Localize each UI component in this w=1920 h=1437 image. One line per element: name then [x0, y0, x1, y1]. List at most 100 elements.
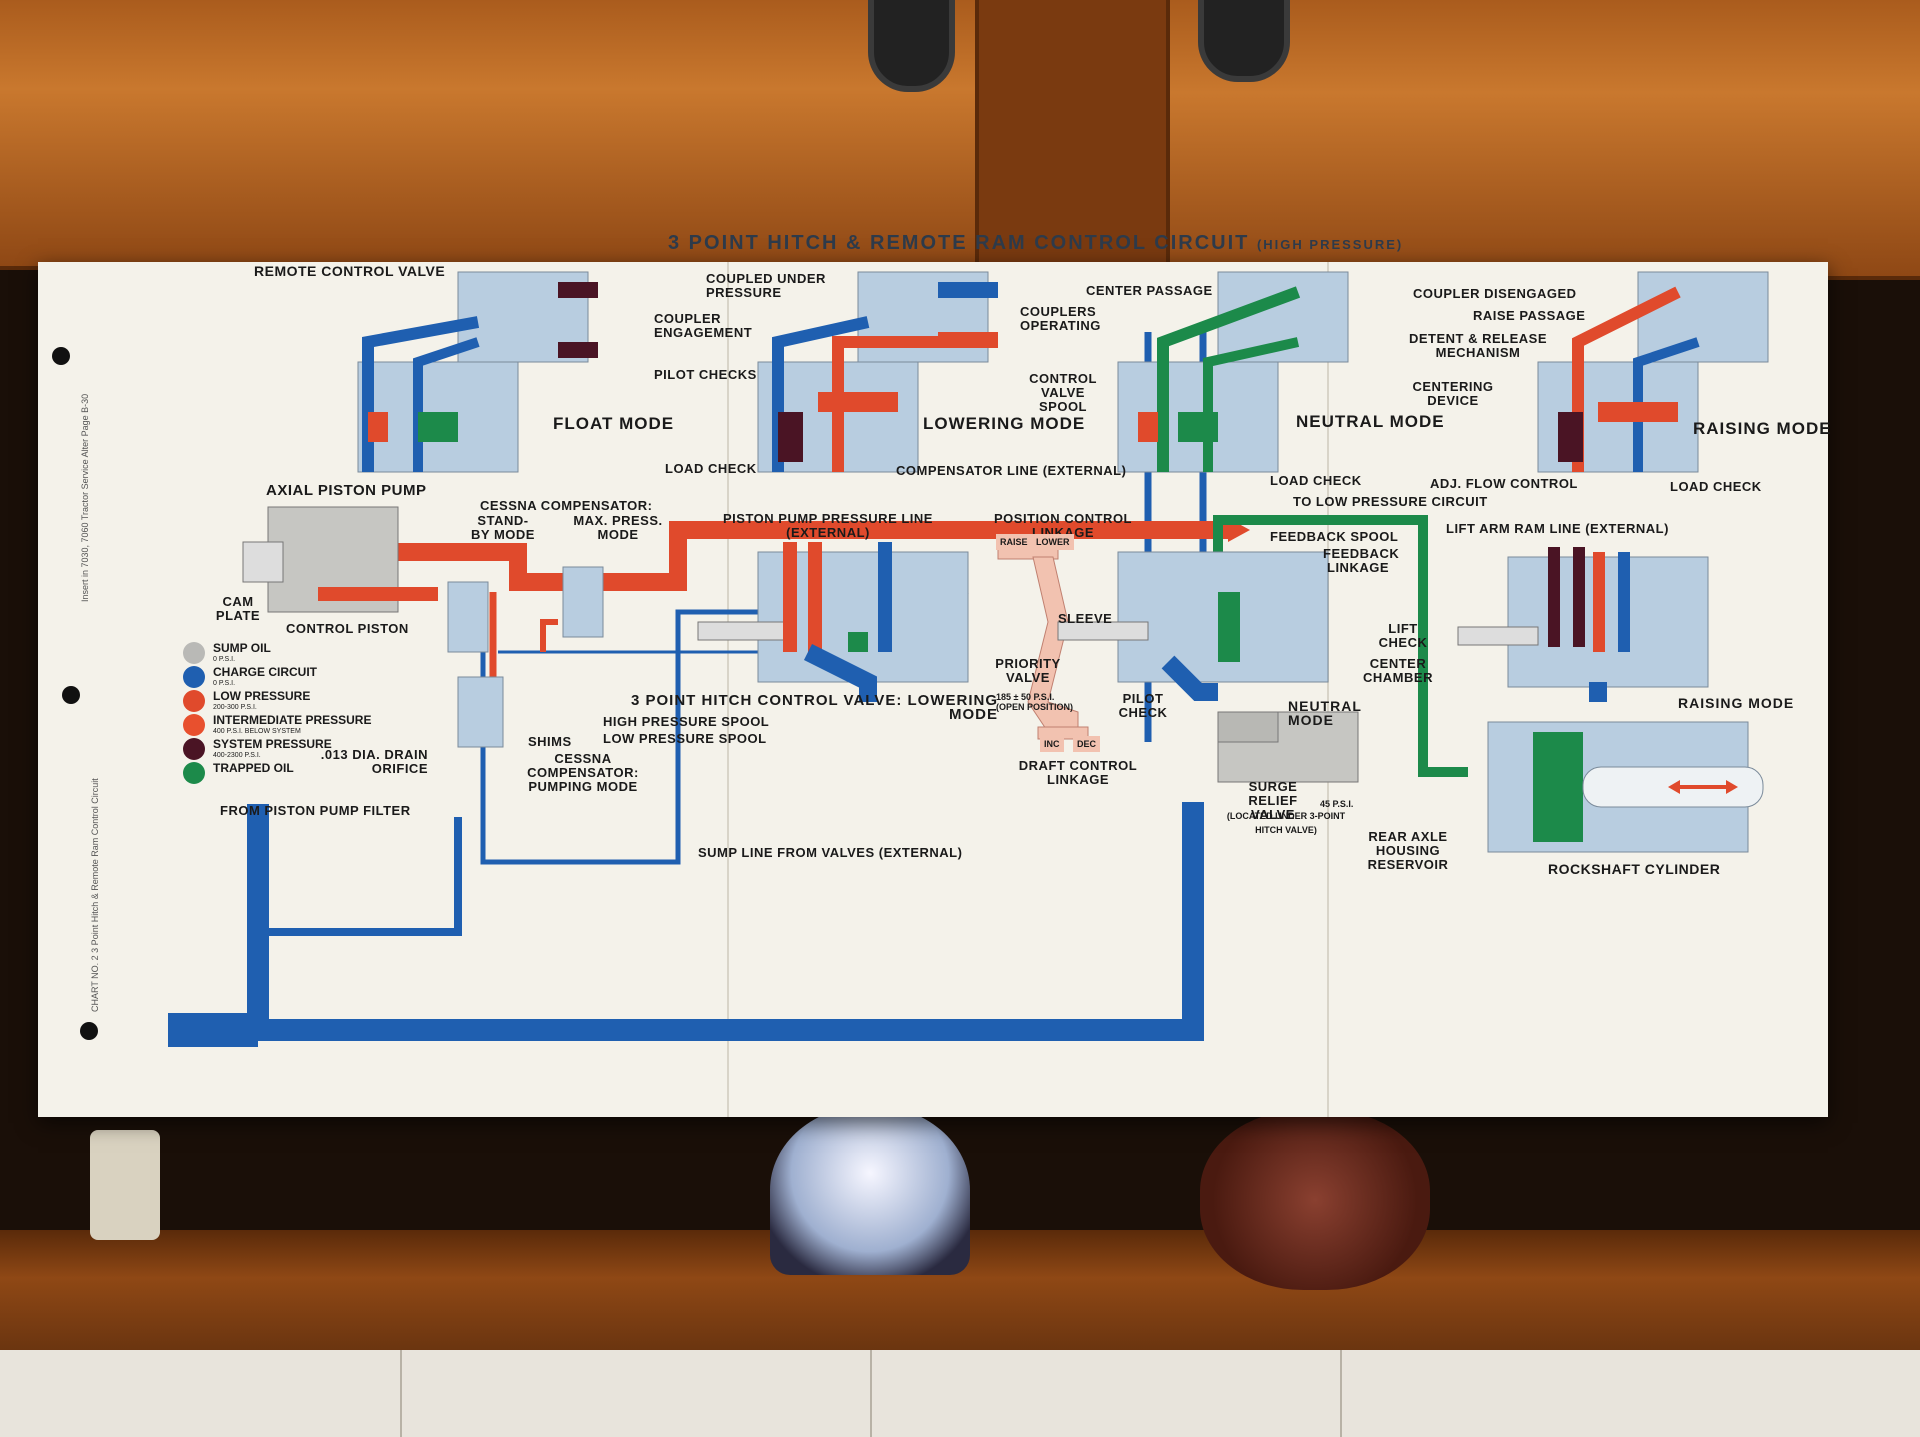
centering-device-label: CENTERING DEVICE: [1412, 379, 1494, 408]
lowering-mode-label: LOWERING MODE: [923, 414, 1086, 433]
coupler-disengaged-label: COUPLER DISENGAGED: [1413, 286, 1577, 301]
surge-psi-label: 45 P.S.I.: [1320, 799, 1354, 809]
legend-swatch-trapped: [183, 762, 205, 784]
legend-trapped: TRAPPED OIL: [213, 762, 294, 774]
couplers-operating-label: COUPLERS OPERATING: [1020, 304, 1101, 333]
remote-valve-lowering: [757, 271, 998, 473]
cabinet-door-left: [0, 0, 980, 270]
stand-by-mode-label: STAND-BY MODE: [471, 513, 535, 542]
neutral-mode-bottom-label: NEUTRAL MODE: [1288, 698, 1362, 728]
hydraulic-chart-poster: Insert in 7030, 7060 Tractor Service Alt…: [38, 233, 1831, 1117]
detent-release-label: DETENT & RELEASE MECHANISM: [1408, 331, 1547, 360]
center-chamber-label: CENTER CHAMBER: [1363, 656, 1433, 685]
cessna-compensator-maxpress: [562, 566, 604, 638]
binder-hole: [80, 1022, 98, 1040]
raise-label: RAISE: [996, 534, 1032, 550]
load-check-label-3: LOAD CHECK: [1670, 479, 1762, 494]
feedback-spool-label: FEEDBACK SPOOL: [1270, 529, 1399, 544]
legend-low-sub: 200-300 P.S.I.: [213, 704, 257, 711]
legend-intermediate-label: INTERMEDIATE PRESSURE: [213, 713, 372, 727]
legend-swatch-charge: [183, 666, 205, 688]
sleeve-label: SLEEVE: [1058, 611, 1113, 626]
pilot-checks-label: PILOT CHECKS: [654, 367, 757, 382]
control-piston-label: CONTROL PISTON: [286, 621, 409, 636]
chart-title: 3 POINT HITCH & REMOTE RAM CONTROL CIRCU…: [668, 233, 1404, 253]
axial-piston-pump: [242, 506, 438, 613]
legend-trapped-label: TRAPPED OIL: [213, 761, 294, 775]
rear-axle-reservoir: [1217, 711, 1359, 783]
sump-line-from-valves: [247, 802, 1204, 1041]
cessna-compensator-pumping: [457, 676, 504, 748]
load-check-label-2: LOAD CHECK: [1270, 473, 1362, 488]
max-press-mode-label: MAX. PRESS. MODE: [573, 513, 663, 542]
adj-flow-control-label: ADJ. FLOW CONTROL: [1430, 476, 1578, 491]
rear-axle-housing-label: REAR AXLE HOUSING RESERVOIR: [1367, 829, 1449, 872]
rockshaft-cylinder: [1487, 721, 1764, 853]
shims-label: SHIMS: [528, 734, 572, 749]
lift-check-label: LIFT CHECK: [1378, 621, 1428, 650]
cabinet-frame-center: [975, 0, 1170, 270]
center-passage-label: CENTER PASSAGE: [1086, 283, 1213, 298]
sump-line-label: SUMP LINE FROM VALVES (EXTERNAL): [698, 845, 963, 860]
legend-intermediate-sub: 400 P.S.I. BELOW SYSTEM: [213, 728, 301, 735]
piston-pump-pressure-line-label: PISTON PUMP PRESSURE LINE (EXTERNAL): [723, 511, 933, 540]
bottle: [90, 1130, 160, 1240]
compensator-line-label: COMPENSATOR LINE (EXTERNAL): [896, 463, 1127, 478]
surge-location-label: (LOCATED UNDER 3-POINT HITCH VALVE): [1226, 811, 1346, 835]
draft-control-linkage-label: DRAFT CONTROL LINKAGE: [1018, 758, 1138, 787]
priority-valve-psi: 185 ± 50 P.S.I.: [996, 692, 1055, 702]
pilot-check-label: PILOT CHECK: [1118, 691, 1168, 720]
remote-control-valve-label: REMOTE CONTROL VALVE: [254, 263, 446, 279]
coupler-engagement-label: COUPLER ENGAGEMENT: [654, 311, 753, 340]
binder-hole: [62, 686, 80, 704]
surge-relief-valve-label: SURGE RELIEF VALVE: [1248, 779, 1298, 822]
cabinet-knob-right: [1198, 0, 1290, 82]
legend-system-sub: 400-2300 P.S.I.: [213, 752, 261, 759]
cessna-compensator-standby: [447, 581, 489, 653]
legend-swatch-low: [183, 690, 205, 712]
pumping-mode-red: [540, 619, 558, 652]
from-pump-filter-label: FROM PISTON PUMP FILTER: [220, 803, 411, 818]
tile-grout: [400, 1350, 402, 1437]
remote-valve-float: [357, 271, 598, 473]
legend-swatch-sump: [183, 642, 205, 664]
remote-valve-neutral: [1117, 271, 1349, 473]
neutral-mode-label: NEUTRAL MODE: [1296, 412, 1445, 431]
legend-charge-sub: 0 P.S.I.: [213, 680, 236, 687]
hitch-valve-raising-body: [1457, 547, 1709, 702]
priority-valve-label: PRIORITY VALVE: [995, 656, 1061, 685]
legend-swatch-system: [183, 738, 205, 760]
legend-low-label: LOW PRESSURE: [213, 689, 311, 703]
legend-charge-label: CHARGE CIRCUIT: [213, 665, 317, 679]
tile-grout: [1340, 1350, 1342, 1437]
backsplash-tiles: [0, 1350, 1920, 1437]
legend-sump-sub: 0 P.S.I.: [213, 656, 236, 663]
legend-sump-label: SUMP OIL: [213, 641, 271, 655]
chart-title-suffix: (HIGH PRESSURE): [1256, 237, 1404, 252]
lift-arm-ram-line: [1213, 515, 1468, 777]
rockshaft-cylinder-label: ROCKSHAFT CYLINDER: [1548, 861, 1721, 877]
to-low-pressure-label: TO LOW PRESSURE CIRCUIT: [1293, 494, 1488, 509]
open-position-label: (OPEN POSITION): [996, 702, 1074, 712]
lower-label: LOWER: [1032, 534, 1074, 550]
load-check-label-1: LOAD CHECK: [665, 461, 757, 476]
control-valve-spool-label: CONTROL VALVE SPOOL: [1029, 371, 1097, 414]
lamp: [770, 1105, 970, 1275]
cessna-pumping-label: CESSNA COMPENSATOR: PUMPING MODE: [527, 751, 639, 794]
cessna-compensator-label: CESSNA COMPENSATOR:: [480, 498, 653, 513]
tile-grout: [870, 1350, 872, 1437]
hitch-valve-lowering-label: 3 POINT HITCH CONTROL VALVE: LOWERING MO…: [631, 692, 998, 723]
feedback-linkage-label: FEEDBACK LINKAGE: [1323, 546, 1400, 575]
lift-arm-ram-line-label: LIFT ARM RAM LINE (EXTERNAL): [1446, 521, 1669, 536]
raising-mode-bottom-label: RAISING MODE: [1678, 695, 1795, 711]
raising-mode-label: RAISING MODE: [1693, 419, 1832, 438]
remote-valve-raising: [1537, 271, 1769, 473]
low-pressure-spool-label: LOW PRESSURE SPOOL: [603, 731, 767, 746]
legend-system-label: SYSTEM PRESSURE: [213, 737, 332, 751]
hitch-valve-lowering-body: [697, 542, 969, 702]
